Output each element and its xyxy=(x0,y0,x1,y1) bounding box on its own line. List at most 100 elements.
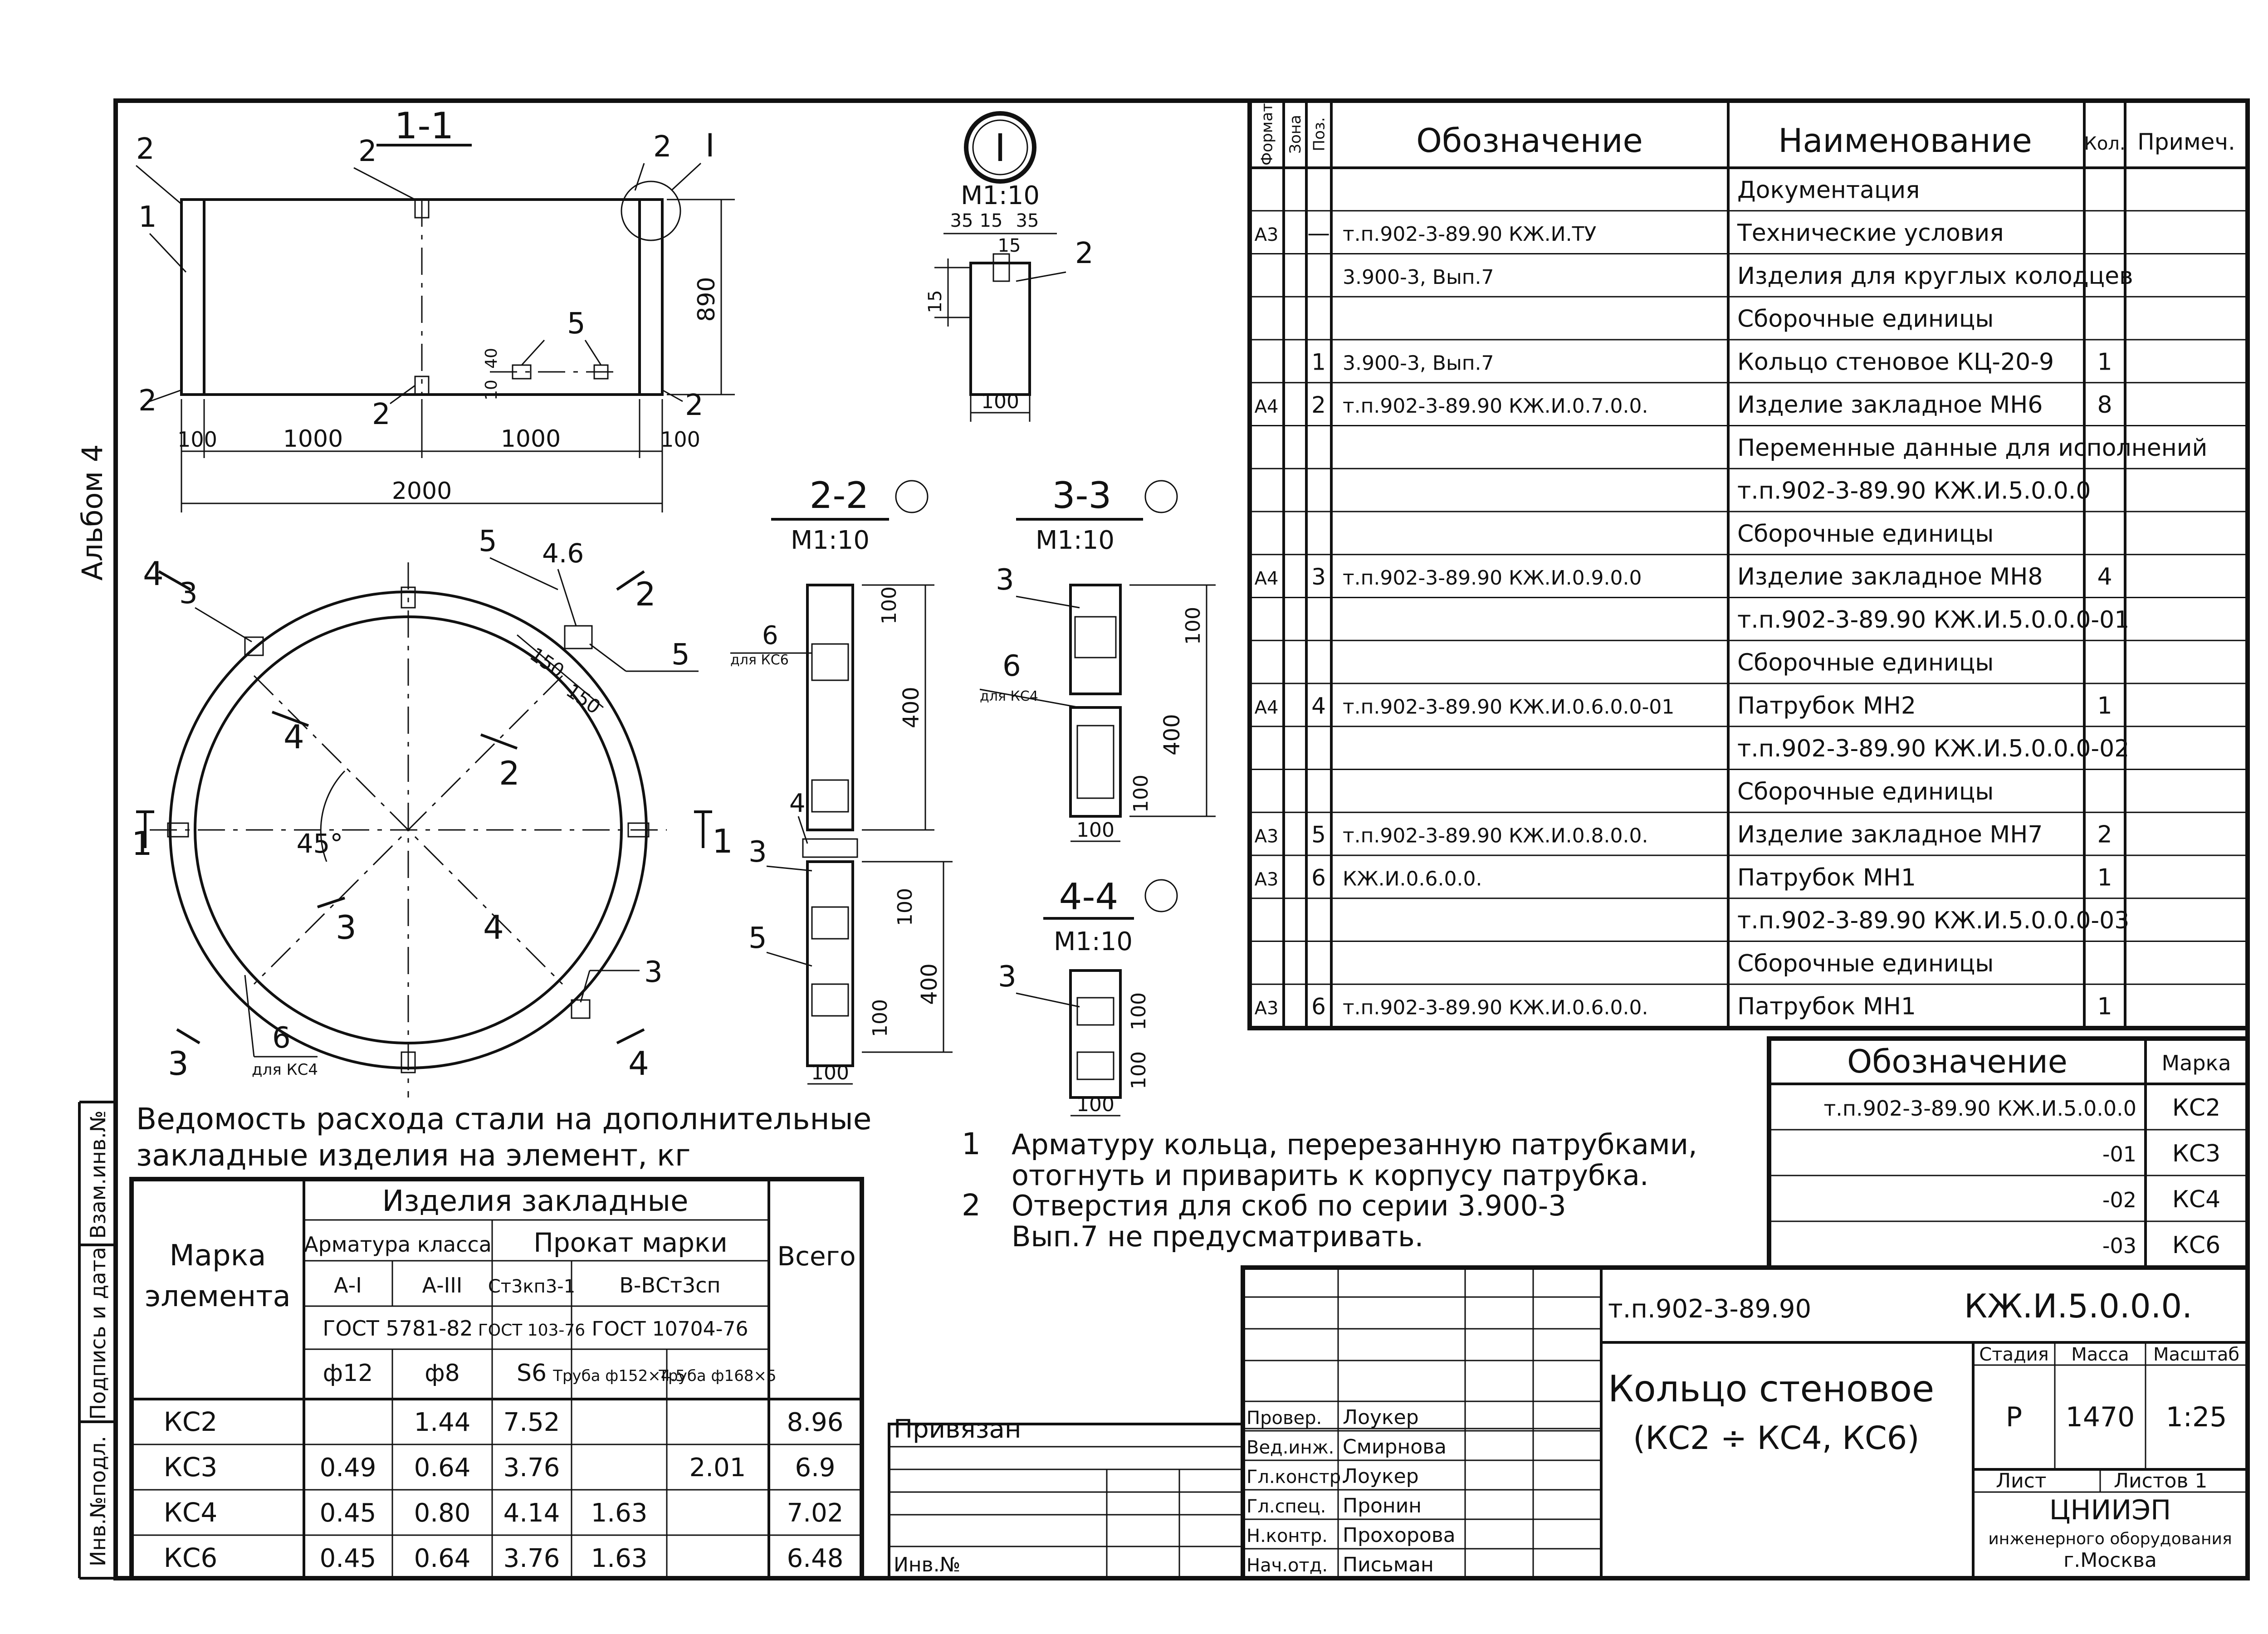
callout-2-top-left: 2 xyxy=(136,132,155,166)
spec-cell-designation: т.п.902-3-89.90 КЖ.И.0.9.0.0 xyxy=(1343,566,1642,590)
tb-stage: Р xyxy=(2006,1401,2022,1433)
signature-name: Пронин xyxy=(1343,1494,1422,1517)
tb-sheets-label: Листов 1 xyxy=(2114,1469,2207,1493)
marks-header-designation: Обозначение xyxy=(1847,1043,2068,1080)
steel-grade-2: В-ВСт3сп xyxy=(619,1273,720,1297)
spec-cell-name: Сборочные единицы xyxy=(1737,778,1994,805)
steel-consumption-table: Ведомость расхода стали на дополнительны… xyxy=(129,1102,871,1580)
steel-grade-1: Ст3кп3-1 xyxy=(488,1276,575,1297)
steel-size-0: ф12 xyxy=(323,1360,373,1387)
spec-cell-designation: т.п.902-3-89.90 КЖ.И.0.8.0.0. xyxy=(1343,824,1648,848)
spec-cell-format: А3 xyxy=(1255,869,1279,890)
spec-cell-name: Изделие закладное МН6 xyxy=(1737,391,2043,419)
node-I-dim-35b: 35 xyxy=(1016,210,1039,231)
s22-dim-400b: 400 xyxy=(917,963,942,1005)
inv-original-label: Инв.№подл. xyxy=(86,1436,110,1566)
spec-cell-name: Кольцо стеновое КЦ-20-9 xyxy=(1737,348,2054,376)
dim-890: 890 xyxy=(693,277,720,322)
cut-1-left: 1 xyxy=(132,824,152,863)
s33-dim-100b: 100 xyxy=(1129,775,1153,813)
section-2-2-title: 2-2 xyxy=(810,474,869,517)
spec-cell-qty: 8 xyxy=(2097,391,2112,419)
spec-cell-qty: 1 xyxy=(2097,993,2112,1020)
steel-table-title-line2: закладные изделия на элемент, кг xyxy=(136,1138,691,1173)
callout-2-bottom-right: 2 xyxy=(685,389,704,422)
dim-1000-right: 1000 xyxy=(501,425,561,453)
spec-row: т.п.902-3-89.90 КЖ.И.5.0.0.0-03 xyxy=(1737,907,2129,934)
cut-4-bottom-right: 4 xyxy=(628,1044,649,1083)
cut-4-mid-right: 4 xyxy=(483,908,504,946)
steel-header-element-1: Марка xyxy=(170,1239,266,1273)
spec-cell-pos: 6 xyxy=(1311,864,1326,891)
spec-cell-name: Патрубок МН2 xyxy=(1737,692,1916,719)
spec-cell-pos: 1 xyxy=(1311,349,1326,375)
spec-cell-name: Изделия для круглых колодцев xyxy=(1737,263,2133,290)
signature-row: Вед.инж.Смирнова xyxy=(1243,1430,1601,1458)
dim-100-left: 100 xyxy=(177,427,217,452)
spec-row: т.п.902-3-89.90 КЖ.И.5.0.0.0-02 xyxy=(1737,735,2129,762)
node-I-dim-15a: 15 xyxy=(980,210,1003,231)
dim-10: 10 xyxy=(482,380,501,400)
spec-cell-name: Документация xyxy=(1737,176,1920,204)
callout-2-top-right: 2 xyxy=(653,130,672,164)
signature-row: Н.контр.Прохорова xyxy=(1243,1518,1601,1547)
steel-size-4: Труба ф168×5 xyxy=(658,1367,776,1385)
section-4-4: 4-4 М1:10 100 100 100 3 xyxy=(998,876,1178,1117)
spec-cell-format: А4 xyxy=(1255,568,1279,589)
signature-role: Н.контр. xyxy=(1246,1526,1328,1546)
tb-name-line1: Кольцо стеновое xyxy=(1608,1368,1934,1410)
s44-dim-100b: 100 xyxy=(1127,1051,1150,1089)
plan-callout-5-top: 5 xyxy=(479,525,497,558)
spec-cell-name: т.п.902-3-89.90 КЖ.И.5.0.0.0-01 xyxy=(1737,606,2129,634)
spec-cell-name: т.п.902-3-89.90 КЖ.И.5.0.0.0-02 xyxy=(1737,735,2129,762)
spec-cell-qty: 4 xyxy=(2097,563,2112,590)
signature-role: Нач.отд. xyxy=(1246,1555,1328,1576)
tb-sheet-label: Лист xyxy=(1996,1469,2047,1493)
marks-cell-designation: т.п.902-3-89.90 КЖ.И.5.0.0.0 xyxy=(1824,1096,2136,1121)
tb-mass-label: Масса xyxy=(2071,1344,2129,1365)
spec-cell-name: т.п.902-3-89.90 КЖ.И.5.0.0.0 xyxy=(1737,478,2091,505)
signature-row: Гл.констр.Лоукер xyxy=(1243,1459,1601,1488)
note-line: отогнуть и приварить к корпусу патрубка. xyxy=(1012,1159,1649,1192)
steel-size-2: S6 xyxy=(517,1360,547,1387)
steel-cell-a3: 1.44 xyxy=(414,1408,471,1437)
spec-cell-name: Патрубок МН1 xyxy=(1737,993,1916,1020)
spec-cell-name: Изделие закладное МН7 xyxy=(1737,821,2043,849)
spec-cell-name: Сборочные единицы xyxy=(1737,649,1994,677)
tb-stage-label: Стадия xyxy=(1979,1344,2048,1365)
spec-row: т.п.902-3-89.90 КЖ.И.5.0.0.0 xyxy=(1737,478,2091,505)
steel-size-3: Труба ф152×4.5 xyxy=(552,1367,685,1385)
marks-cell-mark: КС4 xyxy=(2172,1186,2220,1213)
steel-cell-a3: 0.64 xyxy=(414,1544,471,1573)
callout-5: 5 xyxy=(567,307,586,341)
spec-cell-qty: 1 xyxy=(2097,692,2112,719)
section-2-2: 2-2 М1:10 100 400 100 400 100 100 6 для … xyxy=(730,474,953,1085)
inv-label: Инв.№ xyxy=(894,1553,960,1576)
s22-callout-3: 3 xyxy=(748,835,767,869)
spec-cell-name: Сборочные единицы xyxy=(1737,950,1994,977)
section-3-3-title: 3-3 xyxy=(1052,474,1112,517)
steel-cell-mark: КС2 xyxy=(164,1406,218,1437)
spec-cell-format: А4 xyxy=(1255,697,1279,718)
steel-cell-pipe152: 1.63 xyxy=(591,1498,648,1528)
steel-table-title-line1: Ведомость расхода стали на дополнительны… xyxy=(136,1102,871,1136)
spec-header-0: Формат xyxy=(1258,103,1276,166)
s44-dim-100a: 100 xyxy=(1127,992,1150,1030)
node-I-title: I xyxy=(995,126,1006,170)
dim-1000-left: 1000 xyxy=(283,425,343,453)
cut-3-center: 3 xyxy=(336,908,357,946)
node-I-dim-15b: 15 xyxy=(998,235,1021,256)
steel-header-total: Всего xyxy=(777,1241,855,1272)
spec-cell-pos: 5 xyxy=(1311,822,1326,848)
s22-dim-400a: 400 xyxy=(899,687,924,728)
replaced-inv-label: Взам.инв.№ xyxy=(86,1110,110,1239)
